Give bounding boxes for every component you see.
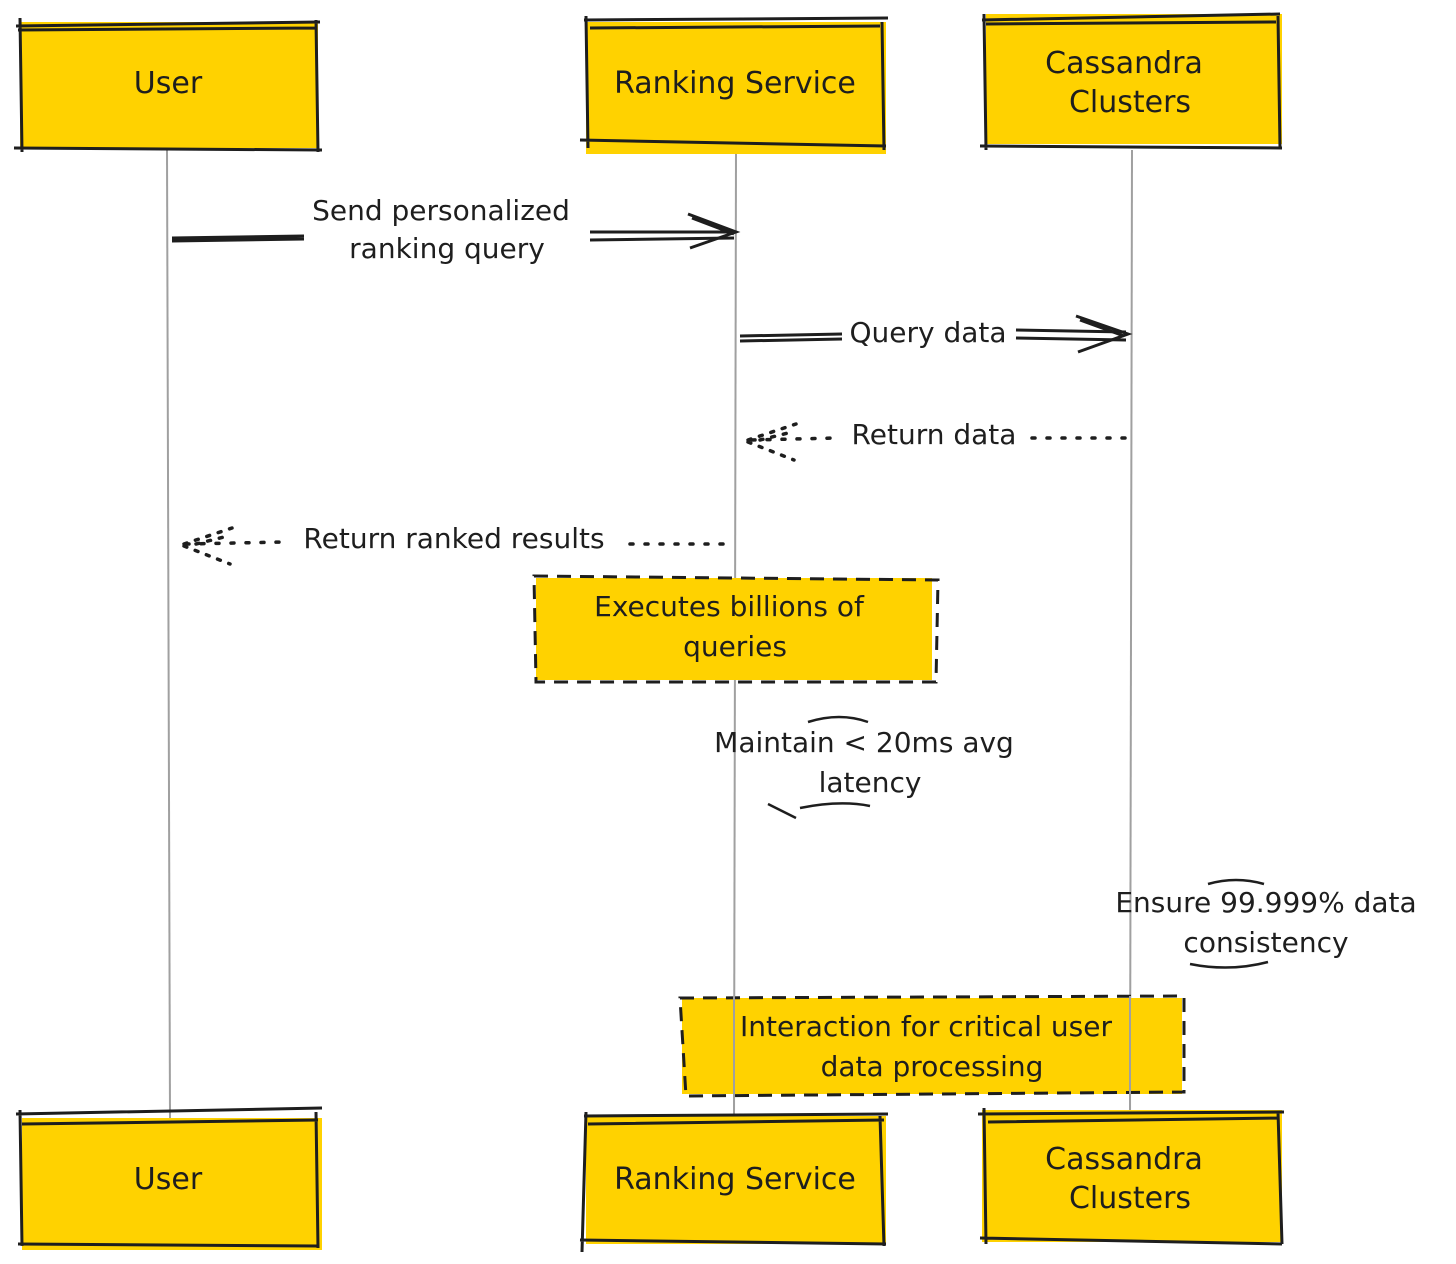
participant-user-bottom-label: User xyxy=(134,1162,203,1197)
message-send-ranking-query: Send personalized ranking query xyxy=(171,194,741,265)
participant-cassandra-bottom-label-1: Cassandra xyxy=(1045,1142,1203,1177)
arrowhead-dotted xyxy=(746,422,798,462)
message-return-results-label: Return ranked results xyxy=(303,522,604,555)
message-return-data-label: Return data xyxy=(852,418,1017,451)
note-consistency-label-1: Ensure 99.999% data xyxy=(1115,886,1416,919)
note-consistency-label-2: consistency xyxy=(1183,926,1348,959)
lifeline-user xyxy=(166,149,171,1119)
arrowhead-solid xyxy=(687,212,741,250)
participant-cassandra-top: Cassandra Clusters xyxy=(979,12,1283,151)
participant-ranking-service-top: Ranking Service xyxy=(579,15,889,154)
note-executes-label-2: queries xyxy=(683,630,787,663)
note-consistency: Ensure 99.999% data consistency xyxy=(1115,878,1417,969)
participant-ranking-service-label: Ranking Service xyxy=(614,66,856,101)
arrowhead-dotted xyxy=(182,526,234,566)
participant-cassandra-bottom: Cassandra Clusters xyxy=(977,1107,1285,1246)
arrowhead-solid xyxy=(1075,314,1133,354)
message-query-data: Query data xyxy=(739,314,1133,354)
message-query-label: Query data xyxy=(849,316,1006,349)
participant-cassandra-label-2: Clusters xyxy=(1069,85,1191,120)
note-executes-label-1: Executes billions of xyxy=(594,590,865,623)
note-interaction: Interaction for critical user data proce… xyxy=(678,994,1186,1098)
participant-user-bottom: User xyxy=(15,1106,323,1250)
note-latency-label-2: latency xyxy=(819,766,922,799)
note-latency-label-1: Maintain < 20ms avg xyxy=(714,726,1014,759)
participant-ranking-service-bottom-label: Ranking Service xyxy=(614,1162,856,1197)
note-latency: Maintain < 20ms avg latency xyxy=(714,715,1014,820)
participant-cassandra-bottom-label-2: Clusters xyxy=(1069,1181,1191,1216)
note-interaction-label-2: data processing xyxy=(821,1050,1044,1083)
note-interaction-label-1: Interaction for critical user xyxy=(740,1010,1112,1043)
message-send-label-1: Send personalized xyxy=(312,194,570,227)
participant-ranking-service-bottom: Ranking Service xyxy=(579,1111,889,1253)
participant-user-top: User xyxy=(13,17,323,153)
participant-cassandra-label-1: Cassandra xyxy=(1045,46,1203,81)
participant-user-label: User xyxy=(134,66,203,101)
message-return-ranked-results: Return ranked results xyxy=(182,522,736,566)
note-executes-billions: Executes billions of queries xyxy=(532,574,940,684)
message-send-label-2: ranking query xyxy=(349,232,545,265)
message-return-data: Return data xyxy=(746,418,1134,462)
lifeline-cassandra-clusters xyxy=(1129,149,1133,1119)
